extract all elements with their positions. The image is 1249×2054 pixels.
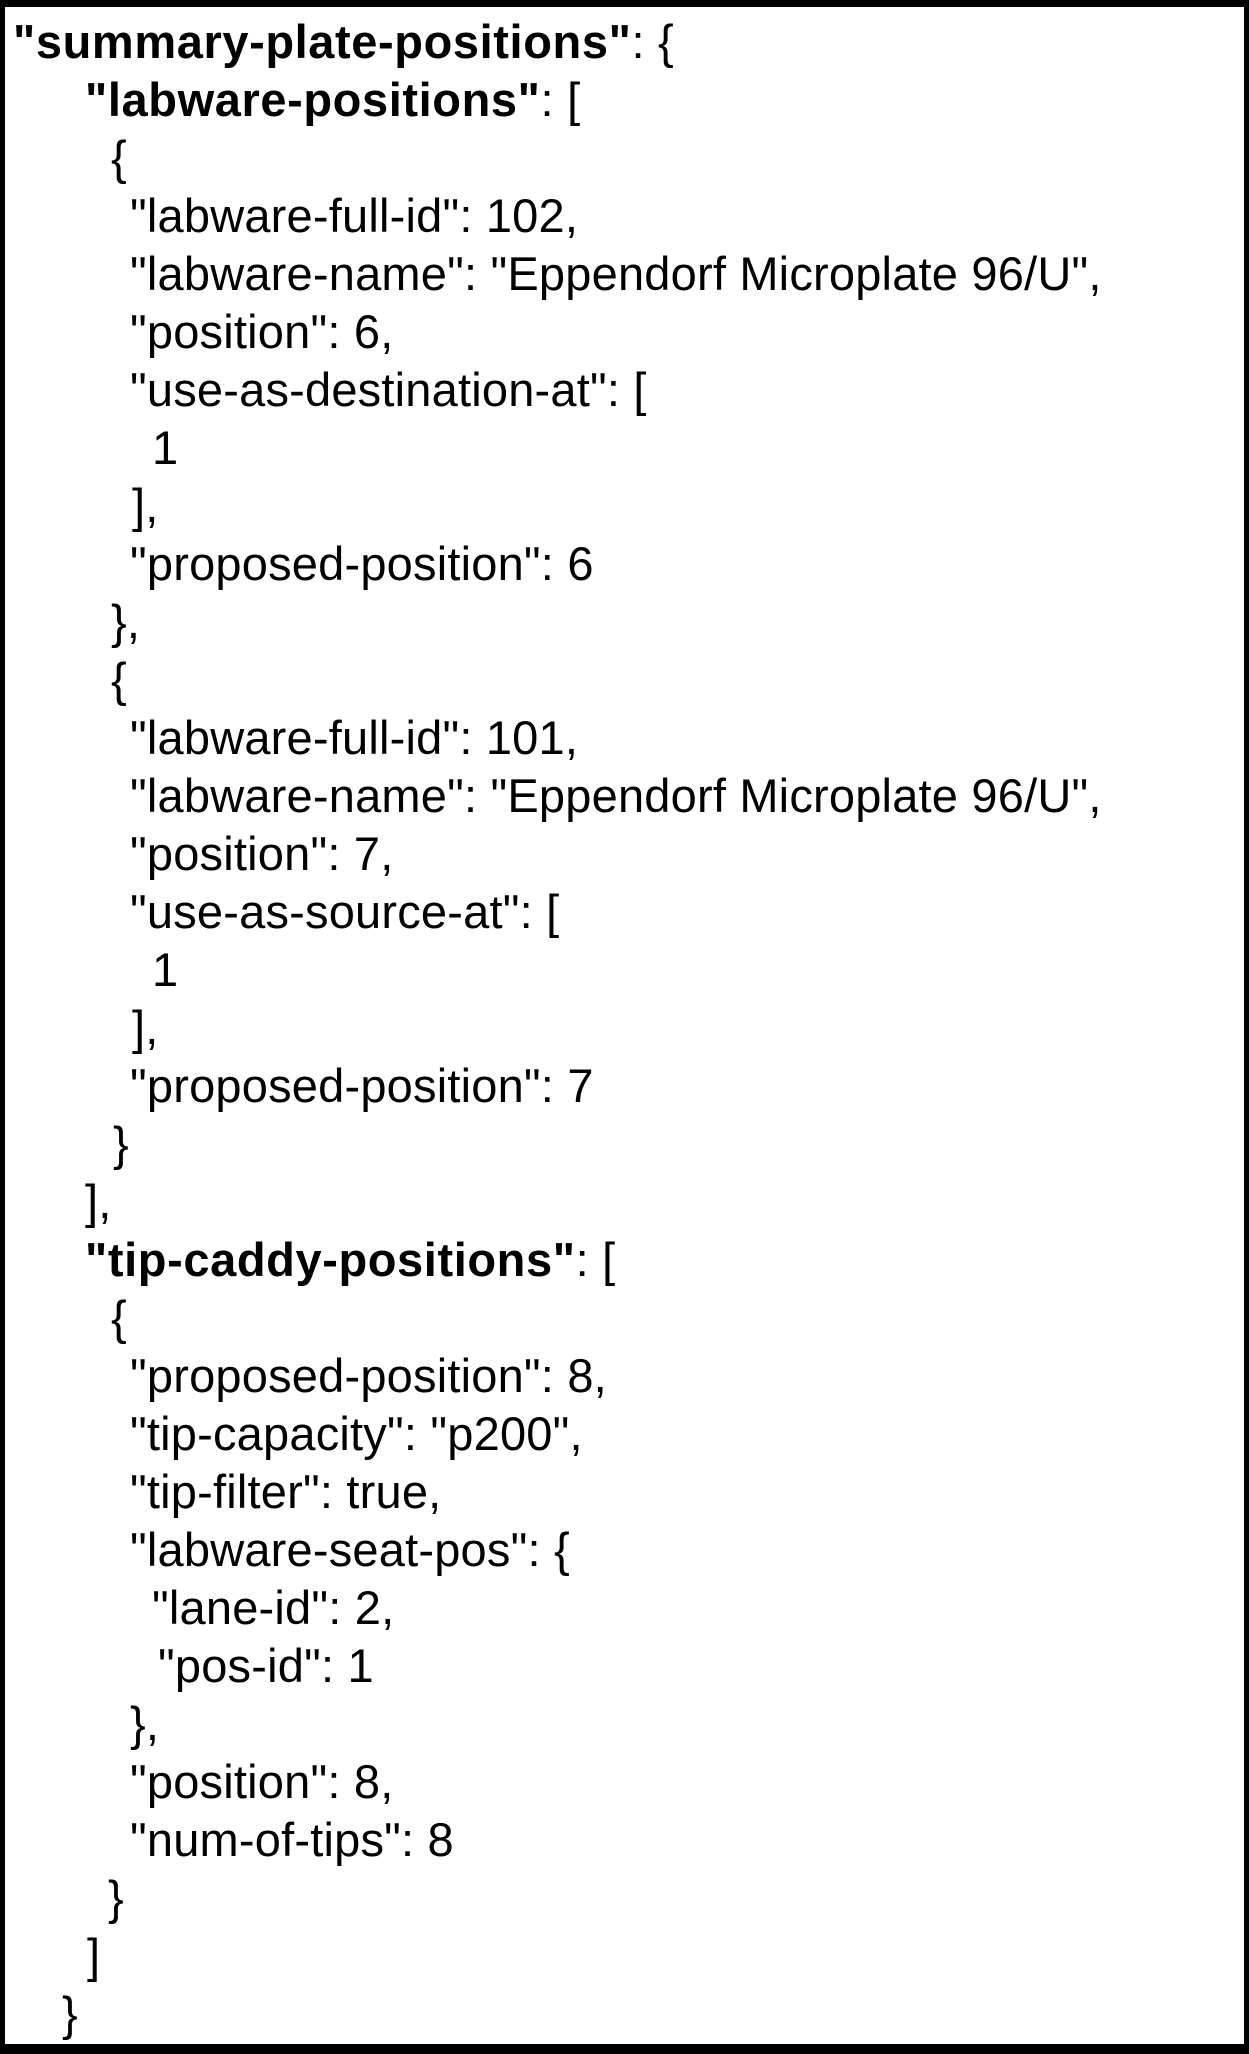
code-text: "use-as-source-at": [	[130, 885, 560, 938]
code-text: "tip-capacity": "p200",	[130, 1407, 583, 1460]
code-text: "labware-seat-pos": {	[130, 1523, 570, 1576]
code-text: },	[130, 1697, 160, 1750]
code-text: "num-of-tips": 8	[130, 1813, 454, 1866]
code-line: "tip-filter": true,	[5, 1463, 1244, 1521]
code-line: 1	[5, 941, 1244, 999]
code-text: "labware-name": "Eppendorf Microplate 96…	[130, 247, 1102, 300]
code-line: ],	[5, 1173, 1244, 1231]
code-line: }	[5, 1115, 1244, 1173]
code-line: "labware-positions": [	[5, 71, 1244, 129]
code-text: }	[113, 1117, 129, 1170]
code-line: "use-as-destination-at": [	[5, 361, 1244, 419]
code-text: : {	[631, 15, 674, 68]
code-text: "proposed-position": 6	[130, 537, 594, 590]
code-text: "labware-full-id": 102,	[130, 189, 579, 242]
code-line: 1	[5, 419, 1244, 477]
code-text: "proposed-position": 7	[130, 1059, 594, 1112]
code-text: 1	[152, 943, 179, 996]
code-line: ],	[5, 999, 1244, 1057]
code-text: "position": 7,	[130, 827, 394, 880]
code-line: "tip-caddy-positions": [	[5, 1231, 1244, 1289]
code-line: {	[5, 129, 1244, 187]
code-text: "labware-name": "Eppendorf Microplate 96…	[130, 769, 1102, 822]
code-text: "lane-id": 2,	[152, 1581, 395, 1634]
code-text: "position": 8,	[130, 1755, 394, 1808]
code-line: "summary-plate-positions": {	[5, 13, 1244, 71]
code-line: "position": 8,	[5, 1753, 1244, 1811]
code-text: "proposed-position": 8,	[130, 1349, 607, 1402]
code-key-bold: "tip-caddy-positions"	[85, 1233, 576, 1286]
code-line: "lane-id": 2,	[5, 1579, 1244, 1637]
code-text: }	[62, 1987, 78, 2040]
code-text: {	[111, 1291, 127, 1344]
code-text: ],	[132, 479, 159, 532]
code-line: "labware-name": "Eppendorf Microplate 96…	[5, 245, 1244, 303]
code-text: : [	[575, 1233, 616, 1286]
code-line: "labware-seat-pos": {	[5, 1521, 1244, 1579]
code-text: ],	[85, 1175, 112, 1228]
code-text: "labware-full-id": 101,	[130, 711, 579, 764]
code-text: 1	[152, 421, 179, 474]
code-line: "pos-id": 1	[5, 1637, 1244, 1695]
code-text: "position": 6,	[130, 305, 394, 358]
code-text: {	[111, 131, 127, 184]
code-line: "use-as-source-at": [	[5, 883, 1244, 941]
code-line: "labware-name": "Eppendorf Microplate 96…	[5, 767, 1244, 825]
code-line: }	[5, 1869, 1244, 1927]
code-line: "labware-full-id": 102,	[5, 187, 1244, 245]
code-line: "proposed-position": 7	[5, 1057, 1244, 1115]
code-key-bold: "labware-positions"	[85, 73, 541, 126]
code-line: "proposed-position": 6	[5, 535, 1244, 593]
code-line: }	[5, 1985, 1244, 2043]
json-code-block: "summary-plate-positions": {"labware-pos…	[5, 13, 1244, 2043]
code-text: : [	[540, 73, 581, 126]
code-line: "proposed-position": 8,	[5, 1347, 1244, 1405]
code-text: }	[108, 1871, 124, 1924]
code-line: "labware-full-id": 101,	[5, 709, 1244, 767]
code-key-bold: "summary-plate-positions"	[13, 15, 632, 68]
code-text: "use-as-destination-at": [	[130, 363, 647, 416]
code-line: "num-of-tips": 8	[5, 1811, 1244, 1869]
code-text: ]	[87, 1929, 101, 1982]
code-text: "pos-id": 1	[158, 1639, 374, 1692]
code-line: "position": 6,	[5, 303, 1244, 361]
code-line: "position": 7,	[5, 825, 1244, 883]
code-line: ]	[5, 1927, 1244, 1985]
code-line: },	[5, 593, 1244, 651]
code-line: },	[5, 1695, 1244, 1753]
code-text: ],	[132, 1001, 159, 1054]
code-line: {	[5, 1289, 1244, 1347]
code-text: },	[111, 595, 141, 648]
code-text: {	[111, 653, 127, 706]
code-line: {	[5, 651, 1244, 709]
code-text: "tip-filter": true,	[130, 1465, 442, 1518]
code-line: ],	[5, 477, 1244, 535]
code-line: "tip-capacity": "p200",	[5, 1405, 1244, 1463]
